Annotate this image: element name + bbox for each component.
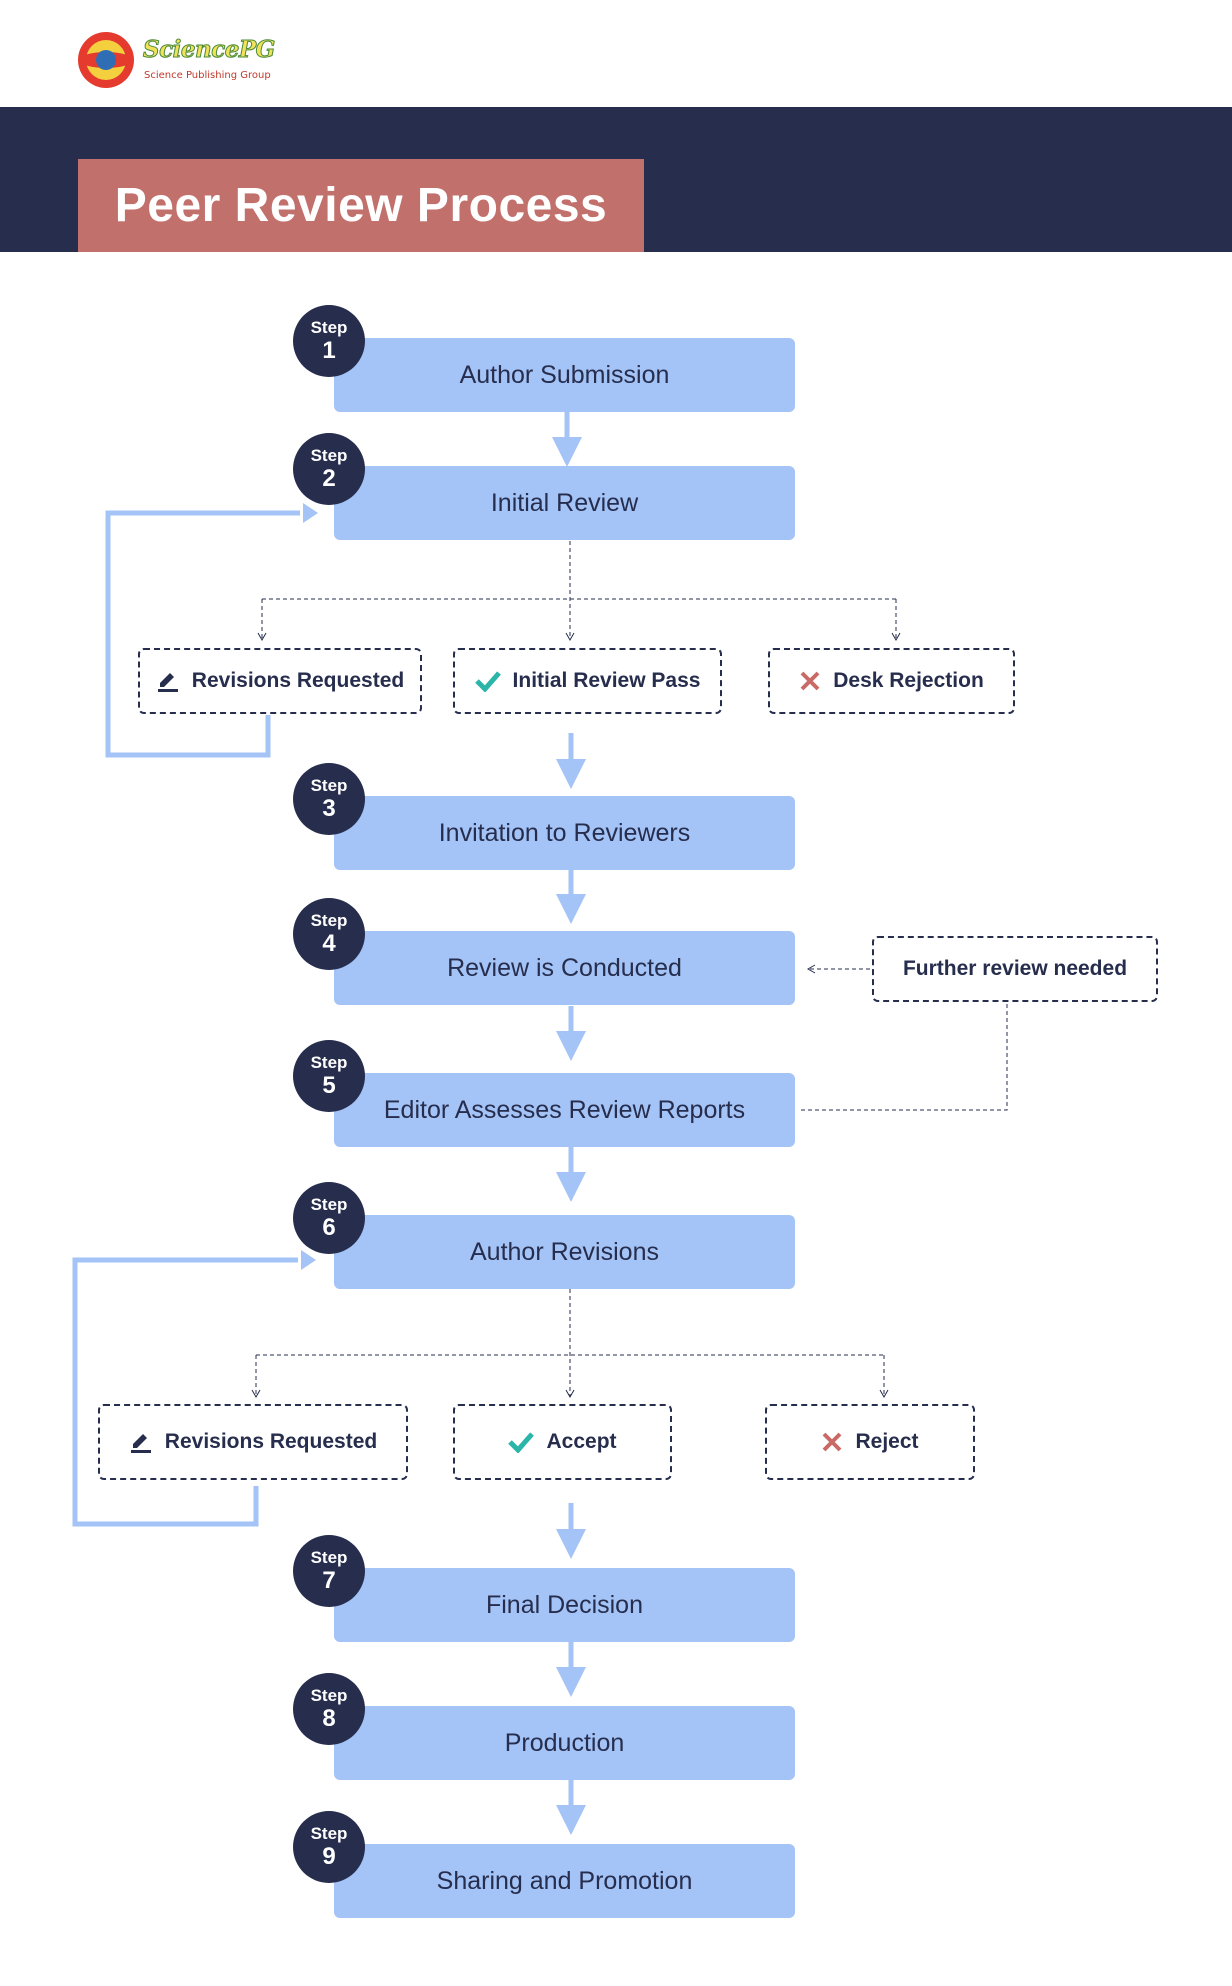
step-7-label: Final Decision bbox=[485, 1590, 643, 1619]
pencil-icon bbox=[130, 1434, 151, 1453]
outcome-label: Initial Review Pass bbox=[512, 669, 701, 692]
step-number: 1 bbox=[322, 337, 336, 364]
badge-word: Step bbox=[310, 318, 348, 337]
badge-word: Step bbox=[310, 911, 348, 930]
outcome-label: Desk Rejection bbox=[833, 669, 984, 692]
step-number: 4 bbox=[322, 930, 336, 957]
outcome-label: Accept bbox=[546, 1430, 617, 1453]
outcome-accept: Accept bbox=[453, 1404, 672, 1480]
step-number: 7 bbox=[322, 1567, 336, 1594]
badge-word: Step bbox=[310, 1053, 348, 1072]
logo-name: SciencePG bbox=[143, 36, 276, 64]
outcome-label: Revisions Requested bbox=[164, 1430, 378, 1453]
step-number: 5 bbox=[322, 1072, 336, 1099]
step-4-box: Review is Conducted bbox=[334, 931, 795, 1005]
step-3-label: Invitation to Reviewers bbox=[438, 818, 691, 847]
outcome-revisions-requested-2: Revisions Requested bbox=[98, 1404, 408, 1480]
logo-emblem-icon bbox=[78, 32, 134, 88]
step-4-label: Review is Conducted bbox=[447, 953, 682, 982]
step-number: 9 bbox=[322, 1843, 336, 1870]
step-6-label: Author Revisions bbox=[470, 1237, 659, 1266]
loop-revisions-1 bbox=[105, 510, 300, 758]
outcome-reject: Reject bbox=[765, 1404, 975, 1480]
step-number: 3 bbox=[322, 795, 336, 822]
check-icon bbox=[508, 1432, 535, 1453]
badge-word: Step bbox=[310, 446, 348, 465]
check-icon bbox=[474, 671, 501, 692]
step-number: 8 bbox=[322, 1705, 336, 1732]
step-number: 6 bbox=[322, 1214, 336, 1241]
cross-icon bbox=[823, 1432, 842, 1452]
outcome-label: Reject bbox=[855, 1430, 919, 1453]
further-review-label: Further review needed bbox=[902, 957, 1128, 980]
step-8-box: Production bbox=[334, 1706, 795, 1780]
step-9-box: Sharing and Promotion bbox=[334, 1844, 795, 1918]
step-3-box: Invitation to Reviewers bbox=[334, 796, 795, 870]
step-6-box: Author Revisions bbox=[334, 1215, 795, 1289]
logo-subtitle: Science Publishing Group bbox=[144, 70, 271, 81]
step-5-label: Editor Assesses Review Reports bbox=[383, 1095, 746, 1124]
step-8-label: Production bbox=[504, 1728, 625, 1757]
pencil-icon bbox=[157, 673, 178, 692]
step-1-label: Author Submission bbox=[459, 360, 670, 389]
loop-revisions-2 bbox=[72, 1257, 298, 1527]
header: SciencePG Science Publishing Group bbox=[0, 0, 1232, 107]
badge-word: Step bbox=[310, 1686, 348, 1705]
outcome-desk-rejection: Desk Rejection bbox=[768, 648, 1015, 714]
outcome-initial-review-pass: Initial Review Pass bbox=[453, 648, 722, 714]
cross-icon bbox=[800, 671, 820, 691]
badge-word: Step bbox=[310, 1824, 348, 1843]
step-2-box: Initial Review bbox=[334, 466, 795, 540]
step-2-label: Initial Review bbox=[490, 488, 639, 517]
badge-word: Step bbox=[310, 776, 348, 795]
sciencepg-logo[interactable]: SciencePG Science Publishing Group bbox=[76, 28, 276, 92]
badge-word: Step bbox=[310, 1195, 348, 1214]
outcome-revisions-requested: Revisions Requested bbox=[138, 648, 422, 714]
outcome-label: Revisions Requested bbox=[191, 669, 405, 692]
title-box: Peer Review Process bbox=[78, 159, 644, 252]
badge-word: Step bbox=[310, 1548, 348, 1567]
step-1-box: Author Submission bbox=[334, 338, 795, 412]
step-9-label: Sharing and Promotion bbox=[436, 1866, 693, 1895]
further-review-box: Further review needed bbox=[872, 936, 1158, 1002]
step-7-box: Final Decision bbox=[334, 1568, 795, 1642]
step-number: 2 bbox=[322, 465, 336, 492]
page-title: Peer Review Process bbox=[114, 179, 608, 232]
step-5-box: Editor Assesses Review Reports bbox=[334, 1073, 795, 1147]
